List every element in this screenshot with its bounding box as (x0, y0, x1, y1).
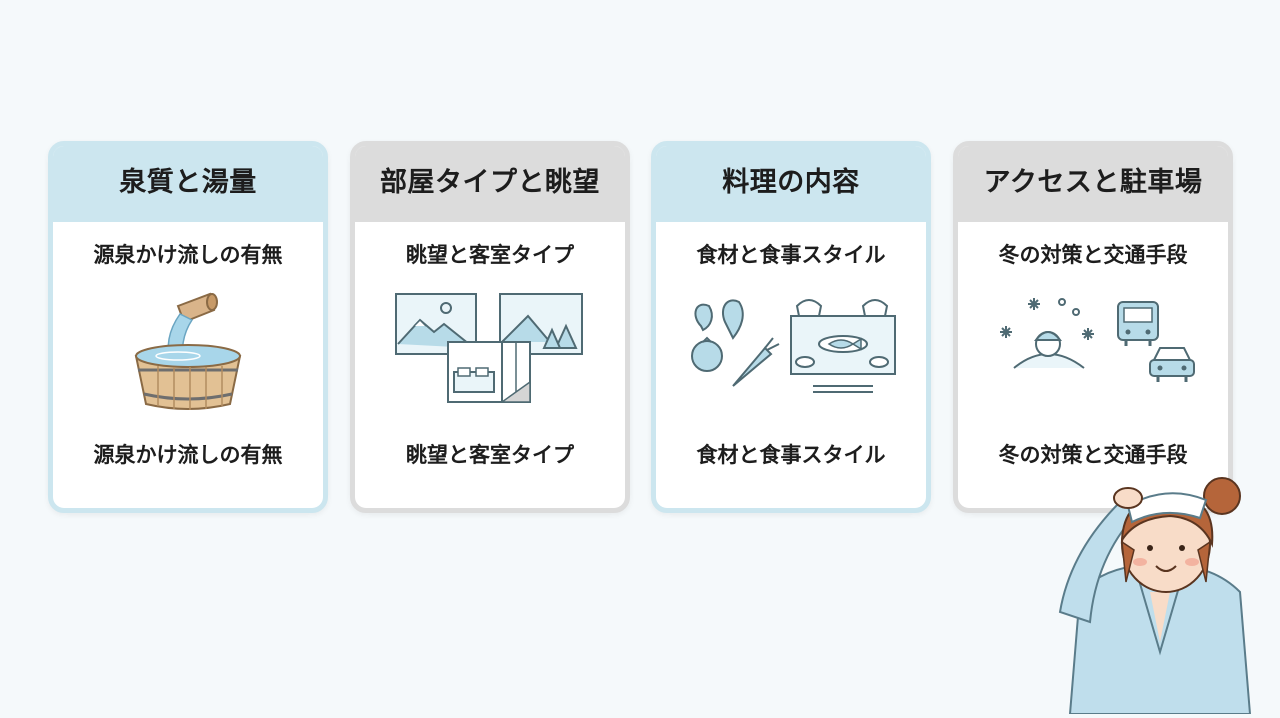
card-room-type: 部屋タイプと眺望 眺望と客室タイプ 眺望と客室タイプ (350, 141, 630, 513)
card-access-parking: アクセスと駐車場 冬の対策と交通手段 (953, 141, 1233, 513)
card-caption: 眺望と客室タイプ (406, 443, 574, 467)
card-spring-quality: 泉質と湯量 源泉かけ流しの有無 源泉かけ流しの有無 (48, 141, 328, 513)
card-subtitle: 源泉かけ流しの有無 (93, 243, 283, 267)
card-subtitle: 眺望と客室タイプ (406, 243, 574, 267)
card-caption: 食材と食事スタイル (696, 443, 886, 467)
card-title: アクセスと駐車場 (958, 146, 1228, 222)
card-title: 料理の内容 (656, 146, 926, 222)
card-subtitle: 食材と食事スタイル (696, 243, 886, 267)
card-subtitle: 冬の対策と交通手段 (998, 243, 1188, 267)
card-caption: 源泉かけ流しの有無 (93, 443, 283, 467)
wooden-bath-bucket-icon (53, 286, 323, 426)
card-caption: 冬の対策と交通手段 (998, 443, 1188, 467)
card-title: 部屋タイプと眺望 (355, 146, 625, 222)
woman-with-towel-illustration (1040, 462, 1280, 715)
winter-transport-icon (958, 286, 1228, 426)
meal-and-ingredients-icon (656, 286, 926, 426)
card-cuisine: 料理の内容 食材と食事スタイル 食材と食事スタイル (651, 141, 931, 513)
card-title: 泉質と湯量 (53, 146, 323, 222)
room-and-view-icon (355, 286, 625, 426)
